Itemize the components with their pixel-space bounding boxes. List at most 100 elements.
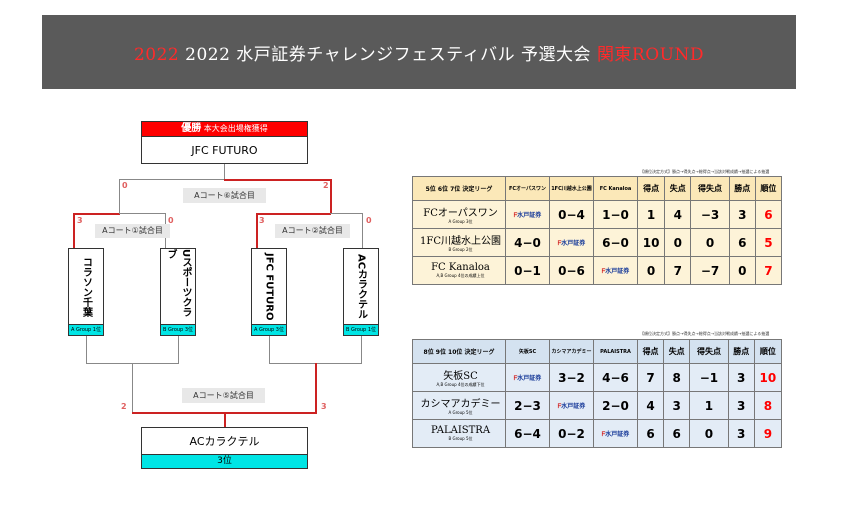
league1-self-1: ᖴ水戸証券 (505, 200, 550, 229)
score-semi1-left: 3 (77, 216, 83, 225)
league1-gd-3: −7 (690, 256, 730, 285)
league1-result-3-2: 0−6 (549, 256, 594, 285)
league1-col-3: FC Kanaloa (593, 176, 638, 201)
league2-self-3: ᖴ水戸証券 (593, 419, 638, 448)
loser3-drop (269, 336, 270, 364)
final-stem (224, 164, 225, 180)
loser1-drop (86, 336, 87, 364)
league2-title: 8位 9位 10位 決定リーグ (412, 339, 506, 364)
title-round: 関東ROUND (596, 44, 705, 65)
champion-header-label: 優勝 (181, 123, 202, 134)
league1-col-gd: 得失点 (690, 176, 730, 201)
league1-ga-1: 4 (664, 200, 692, 229)
league2-rank-3: 9 (753, 419, 783, 448)
league1-gf-1: 1 (636, 200, 666, 229)
league1-gd-1: −3 (690, 200, 730, 229)
league1-pts-3: 0 (728, 256, 756, 285)
semi2-court: Aコート②試合目 (275, 224, 350, 238)
league2-ga-1: 8 (663, 363, 691, 392)
league2-col-gd: 得失点 (689, 339, 729, 364)
third-left-drop (132, 363, 133, 413)
league2-gd-3: 0 (689, 419, 729, 448)
team-box-2: Uスポーツクラブ (160, 248, 196, 325)
score-final-left: 0 (122, 181, 128, 190)
third-place-team: ACカラクテル (189, 435, 260, 448)
league1-gf-2: 10 (636, 228, 666, 257)
third-place-box: ACカラクテル (141, 427, 308, 455)
team-label-2: B Group 3位 (160, 324, 196, 336)
league1-ga-2: 0 (664, 228, 692, 257)
semi1-left-drop (73, 213, 75, 249)
semi1-court: Aコート①試合目 (95, 224, 170, 238)
league2-gf-1: 7 (636, 363, 665, 392)
league2-gf-3: 6 (636, 419, 665, 448)
league2-rank-2: 8 (753, 391, 783, 420)
league2-result-3-2: 0−2 (549, 419, 594, 448)
league1-rank-2: 5 (754, 228, 783, 257)
team-label-3: A Group 3位 (251, 324, 287, 336)
league1-result-3-1: 0−1 (505, 256, 550, 285)
league2-table: 8位 9位 10位 決定リーグ 矢板SC カシマアカデミー PALAISTRA … (412, 339, 783, 448)
third-court: Aコート⑤試合目 (182, 388, 265, 403)
league1-pts-1: 3 (728, 200, 756, 229)
team-name-3: JFC FUTURO (263, 252, 275, 321)
semi2-right-drop (362, 213, 363, 249)
league2-result-1-3: 4−6 (593, 363, 638, 392)
league1-col-2: 1FC川越水上公園 (549, 176, 594, 201)
league2-rank-1: 10 (753, 363, 783, 392)
league1-gd-2: 0 (690, 228, 730, 257)
team-box-3: JFC FUTURO (251, 248, 287, 325)
league1-gf-3: 0 (636, 256, 666, 285)
league1-self-2: ᖴ水戸証券 (549, 228, 594, 257)
league2-ga-2: 3 (663, 391, 691, 420)
semi1-right-top (119, 213, 166, 214)
league2-pts-3: 3 (727, 419, 755, 448)
league1-header-row: 5位 6位 7位 決定リーグ FCオーパスワン 1FC川越水上公園 FC Kan… (412, 176, 783, 201)
league2-result-2-1: 2−3 (505, 391, 550, 420)
team-name-4: ACカラクテル (355, 253, 367, 320)
league2-col-1: 矢板SC (505, 339, 550, 364)
league1-col-gf: 得点 (636, 176, 666, 201)
league2-col-gf: 得点 (636, 339, 665, 364)
team-box-4: ACカラクテル (343, 248, 379, 325)
league1-col-rank: 順位 (754, 176, 783, 201)
league2-col-3: PALAISTRA (593, 339, 638, 364)
league1-result-2-1: 4−0 (505, 228, 550, 257)
title-banner: 2022 2022 水戸証券チャレンジフェスティバル 予選大会 関東ROUND (42, 15, 796, 89)
league2-result-2-3: 2−0 (593, 391, 638, 420)
loser2-drop (178, 336, 179, 364)
team-name-1: コラソン千葉 (80, 256, 92, 317)
final-right-top (224, 179, 331, 181)
league2-col-pts: 勝点 (727, 339, 755, 364)
league2-result-1-2: 3−2 (549, 363, 594, 392)
score-third-left: 2 (121, 402, 127, 411)
league1-rank-3: 7 (754, 256, 783, 285)
third-place-label: 3位 (141, 454, 308, 469)
league2-self-2: ᖴ水戸証券 (549, 391, 594, 420)
semi2-left-drop (256, 213, 258, 249)
score-semi1-right: 0 (168, 216, 174, 225)
title-main: 2022 水戸証券チャレンジフェスティバル 予選大会 (185, 44, 597, 65)
team-label-4: B Group 1位 (343, 324, 379, 336)
league2-gd-2: 1 (689, 391, 729, 420)
page-title: 2022 2022 水戸証券チャレンジフェスティバル 予選大会 関東ROUND (134, 40, 704, 65)
league1-pts-2: 6 (728, 228, 756, 257)
team-box-1: コラソン千葉 (68, 248, 104, 325)
league2-pts-1: 3 (727, 363, 755, 392)
third-right-drop (315, 363, 317, 413)
league2-pts-2: 3 (727, 391, 755, 420)
team-name-2: Uスポーツクラブ (165, 249, 191, 318)
semi2-right-top (330, 213, 363, 214)
score-final-right: 2 (323, 181, 329, 190)
final-court: Aコート⑥試合目 (183, 188, 266, 203)
loser4-drop (361, 336, 362, 364)
league2-note: 【順位決定方式】勝点→得失点→総得点→当該対戦成績→抽選による抽選 (640, 331, 770, 336)
